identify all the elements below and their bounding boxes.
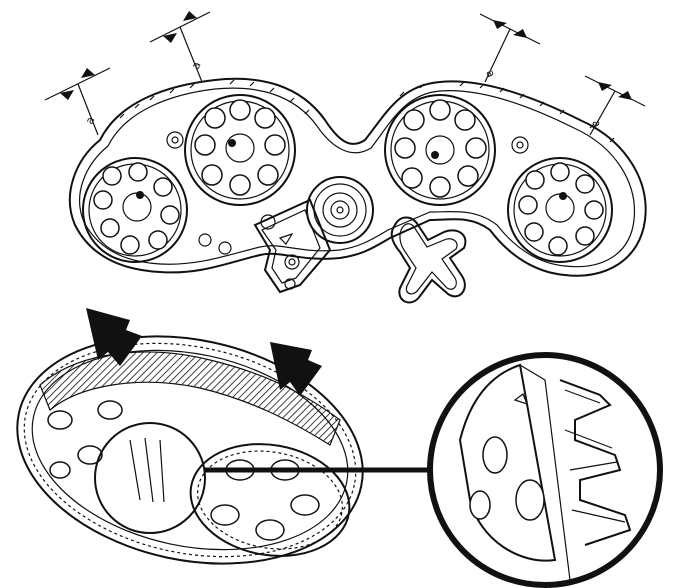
pointer-arrow-icon-2 — [270, 342, 322, 396]
zoom-detail — [458, 363, 632, 581]
water-pump-pulley — [306, 176, 374, 244]
marker-arrow-icon — [44, 11, 646, 136]
zoom-circle — [427, 352, 663, 588]
idler-pulleys — [166, 131, 529, 255]
camshaft-sprocket-icon — [16, 335, 364, 565]
top-view: a a a a — [44, 11, 647, 304]
sprocket-left-inner — [184, 94, 296, 206]
timing-belt-outer — [68, 77, 647, 277]
marker-label-b: a — [189, 60, 204, 72]
sprocket-right-outer — [507, 157, 613, 263]
tensioner-icon — [253, 198, 332, 294]
belt-teeth — [119, 79, 615, 143]
timing-belt-inner — [79, 87, 636, 268]
cross-bracket — [390, 216, 467, 304]
marker-label-c: a — [483, 68, 498, 80]
sprocket-left-outer — [82, 157, 188, 263]
marker-label-d: a — [589, 118, 604, 130]
marker-label-a: a — [83, 115, 98, 127]
sprocket-right-inner — [384, 94, 496, 206]
bottom-view — [16, 308, 663, 588]
focus-circle — [94, 422, 206, 534]
pointer-arrow-icon — [86, 308, 142, 366]
